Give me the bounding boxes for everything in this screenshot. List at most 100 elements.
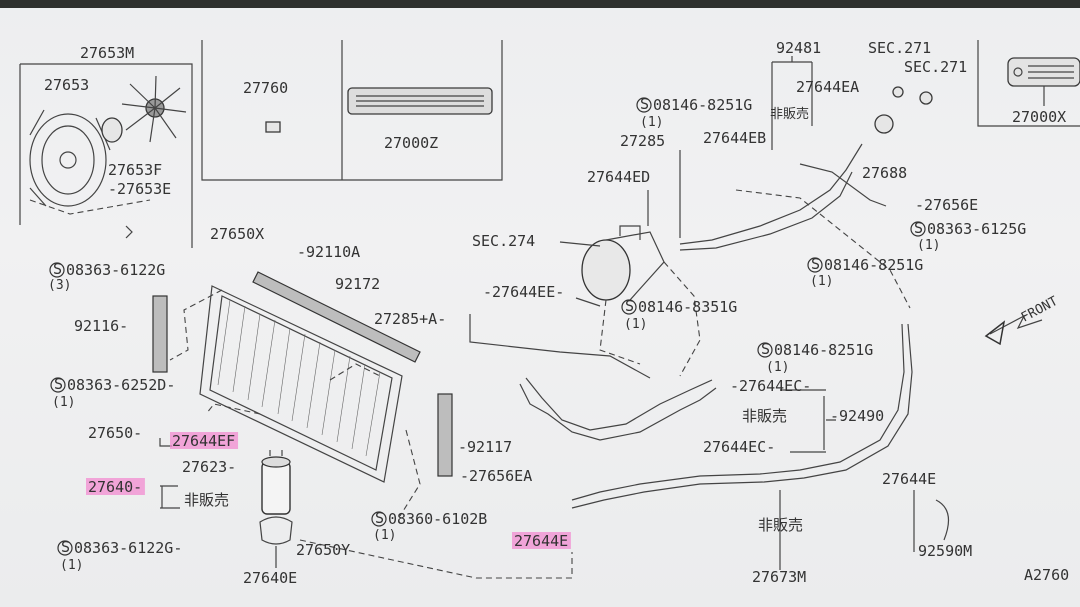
bolt-marker-l08363_6252D: [50, 377, 66, 393]
part-label-l27644EC_1: -27644EC-: [730, 377, 811, 395]
part-label-l27673M: 27673M: [752, 568, 806, 586]
seal-strip-92116: [152, 295, 168, 373]
bolt-marker-l08363_6125G: [910, 221, 926, 237]
part-label-l1h: (1): [60, 558, 83, 573]
part-label-l27653: 27653: [44, 76, 89, 94]
part-label-l27653F: 27653F: [108, 161, 162, 179]
drier-bracket-27640e: [259, 516, 293, 545]
label-plate-27000x: [1007, 57, 1080, 106]
bolt-marker-letter: S: [54, 375, 63, 393]
part-label-lSEC271a: SEC.271: [868, 39, 931, 57]
part-label-l92117: -92117: [458, 438, 512, 456]
trim-strip-27000z: [347, 87, 493, 115]
part-label-lA276: A2760: [1024, 566, 1069, 584]
part-label-l27640E: 27640E: [243, 569, 297, 587]
part-label-l27285A: 27285+A-: [374, 310, 446, 328]
leader-lines: [159, 56, 915, 570]
part-label-l08363_6252D: 08363-6252D-: [67, 376, 175, 394]
bolt-marker-l08360_6102B: [371, 511, 387, 527]
pressure-switch: [874, 86, 933, 134]
seal-strip-92172: [252, 271, 421, 363]
part-label-l1f: (1): [52, 395, 75, 410]
bolt-marker-l08146_8251G_1: [636, 97, 652, 113]
part-label-l1d: (1): [624, 317, 647, 332]
part-label-l27656E: -27656E: [915, 196, 978, 214]
bolt-marker-letter: S: [914, 219, 923, 237]
dashed-connectors: [169, 189, 911, 579]
highlight-l27644E_b: [512, 532, 571, 549]
part-label-l27000X: 27000X: [1012, 108, 1066, 126]
part-label-l92481: 92481: [776, 39, 821, 57]
bolt-marker-l08146_8251G_2: [807, 257, 823, 273]
bolt-marker-l08363_6122G_3: [49, 262, 65, 278]
part-label-l27653M: 27653M: [80, 44, 134, 62]
part-label-lhanbai1: 非販売: [770, 106, 809, 122]
bolt-marker-letter: S: [640, 95, 649, 113]
seal-strip-92117: [437, 393, 453, 477]
bolt-marker-letter: S: [761, 340, 770, 358]
highlight-l27640: [86, 478, 145, 495]
part-label-lSEC271b: SEC.271: [904, 58, 967, 76]
part-label-l92110A: -92110A: [297, 243, 360, 261]
part-label-l27644EB: 27644EB: [703, 129, 766, 147]
part-label-l1a: (1): [640, 115, 663, 130]
front-direction-arrow: FRONT: [984, 294, 1061, 346]
part-label-l08146_8251G_2: 08146-8251G: [824, 256, 923, 274]
part-label-l27650Y: 27650Y: [296, 541, 350, 559]
compressor: [581, 225, 665, 301]
bolt-marker-letter: S: [625, 297, 634, 315]
part-label-l92172: 92172: [335, 275, 380, 293]
hoses: [519, 143, 950, 541]
part-label-lhanbai2: 非販売: [742, 407, 787, 425]
condenser-core: [199, 285, 403, 483]
part-label-l27656EA: -27656EA: [460, 467, 532, 485]
fan-shroud: [29, 109, 151, 215]
part-label-l27650: 27650-: [88, 424, 142, 442]
part-label-l27650X: 27650X: [210, 225, 264, 243]
part-label-l27000Z: 27000Z: [384, 134, 438, 152]
bolt-marker-letter: S: [375, 509, 384, 527]
part-label-l27640: 27640-: [88, 478, 142, 496]
bolt-marker-l08146_8351G: [621, 299, 637, 315]
part-label-lhanbai4: 非販売: [758, 516, 803, 534]
part-label-l08146_8251G_3: 08146-8251G: [774, 341, 873, 359]
part-label-l08146_8351G: 08146-8351G: [638, 298, 737, 316]
bolt-marker-letter: S: [53, 260, 62, 278]
part-label-l27644EC_2: 27644EC-: [703, 438, 775, 456]
part-label-l27644EA: 27644EA: [796, 78, 859, 96]
scan-edge: [0, 0, 1080, 8]
part-label-l08363_6122G_1: 08363-6122G-: [74, 539, 182, 557]
part-label-l08146_8251G_1: 08146-8251G: [653, 96, 752, 114]
part-label-l1g: (1): [373, 528, 396, 543]
part-label-l27688: 27688: [862, 164, 907, 182]
part-label-l1e: (1): [766, 360, 789, 375]
part-label-l08363_6122G_3: 08363-6122G: [66, 261, 165, 279]
part-label-l27644E_r: 27644E: [882, 470, 936, 488]
clip-27760: [265, 121, 281, 133]
part-label-l27285: 27285: [620, 132, 665, 150]
part-label-l08360_6102B: 08360-6102B: [388, 510, 487, 528]
bolt-marker-l08363_6122G_1: [57, 540, 73, 556]
part-label-l92590M: 92590M: [918, 542, 972, 560]
part-label-l27653E: -27653E: [108, 180, 171, 198]
frame-lines: [19, 40, 1080, 248]
part-label-l27760: 27760: [243, 79, 288, 97]
part-label-l3a: (3): [48, 278, 71, 293]
fan-motor: [101, 117, 123, 143]
bolt-marker-letter: S: [811, 255, 820, 273]
part-label-l27644EE: -27644EE-: [483, 283, 564, 301]
part-label-l27644EF: 27644EF: [172, 432, 235, 450]
bolt-marker-letter: S: [61, 538, 70, 556]
receiver-drier-27640: [261, 450, 291, 515]
part-label-l27644ED: 27644ED: [587, 168, 650, 186]
part-label-l08363_6125G: 08363-6125G: [927, 220, 1026, 238]
bolt-marker-l08146_8251G_3: [757, 342, 773, 358]
part-label-l92116: 92116-: [74, 317, 128, 335]
part-label-l27644E_b: 27644E: [514, 532, 568, 550]
fan-blade: [121, 75, 187, 143]
highlight-l27644EF: [170, 432, 239, 449]
part-label-l1b: (1): [917, 238, 940, 253]
